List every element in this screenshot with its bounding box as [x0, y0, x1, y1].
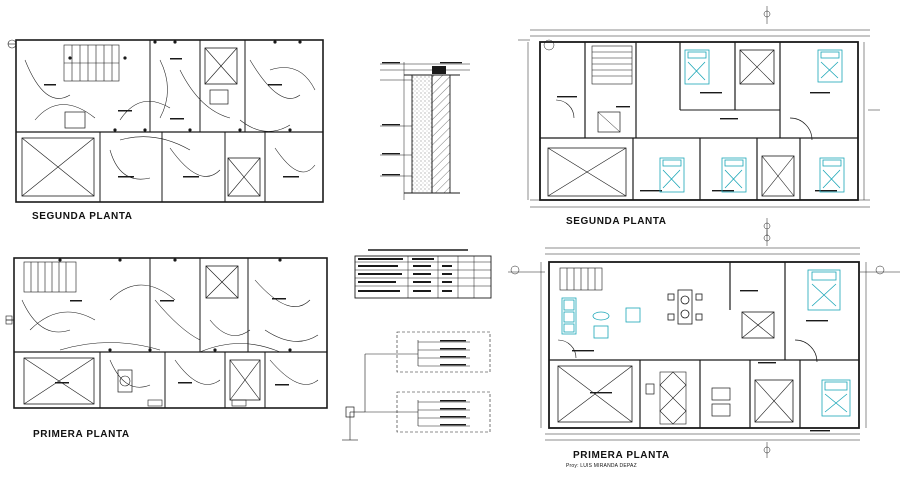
stair-symbol	[591, 45, 633, 85]
author-note: Proy: LUIS MIRANDA DEPAZ	[566, 463, 637, 469]
stair-symbol	[63, 44, 120, 82]
electrical-plan-first-floor	[5, 257, 328, 409]
stair-symbol	[559, 267, 603, 291]
plan-title-first-floor-architectural: PRIMERA PLANTA	[573, 450, 670, 461]
architectural-plan-second-floor	[518, 6, 880, 236]
plan-title-second-floor-architectural: SEGUNDA PLANTA	[566, 216, 667, 227]
single-line-diagram	[342, 331, 491, 441]
architectural-plan-first-floor	[508, 230, 900, 458]
kitchen-tiles	[659, 371, 687, 425]
plan-title-second-floor-electrical: SEGUNDA PLANTA	[32, 211, 133, 222]
electrical-plan-second-floor	[7, 39, 324, 203]
load-schedule-table	[354, 249, 492, 299]
living-furniture	[561, 269, 851, 417]
wall-section-detail	[380, 62, 470, 200]
plan-title-first-floor-electrical: PRIMERA PLANTA	[33, 429, 130, 440]
bed-furniture	[659, 49, 845, 193]
stair-symbol	[23, 261, 77, 293]
